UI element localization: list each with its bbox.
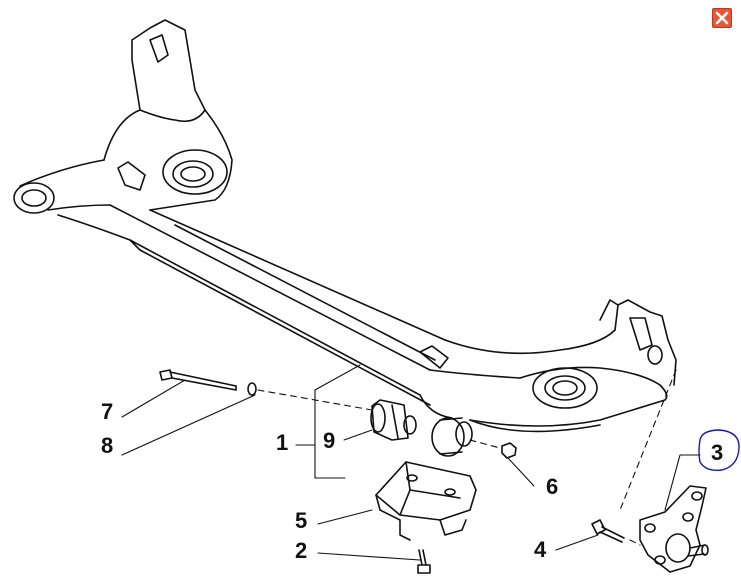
assembly-lines — [257, 369, 677, 546]
callout-1: 1 — [276, 430, 289, 455]
callout-3: 3 — [711, 440, 724, 465]
callout-6: 6 — [546, 474, 559, 499]
stub-axle-3 — [639, 485, 709, 573]
axle-beam — [13, 19, 677, 433]
close-icon — [715, 11, 729, 25]
bushing-9 — [370, 399, 417, 441]
bushing-large — [431, 417, 473, 457]
screw-2 — [417, 549, 431, 574]
bracket-5 — [375, 461, 477, 541]
bolt-4 — [591, 519, 625, 543]
callout-9: 9 — [323, 428, 336, 453]
close-button[interactable] — [712, 8, 732, 28]
bolt-7 — [159, 369, 237, 391]
nut-6 — [501, 442, 517, 459]
callout-5: 5 — [295, 508, 308, 533]
callout-3-highlight — [698, 429, 740, 472]
leader-lines — [121, 364, 701, 561]
callout-8: 8 — [101, 433, 114, 458]
callout-4: 4 — [534, 537, 547, 562]
washer-8 — [247, 382, 257, 396]
callout-2: 2 — [295, 538, 308, 563]
callout-7: 7 — [101, 399, 114, 424]
